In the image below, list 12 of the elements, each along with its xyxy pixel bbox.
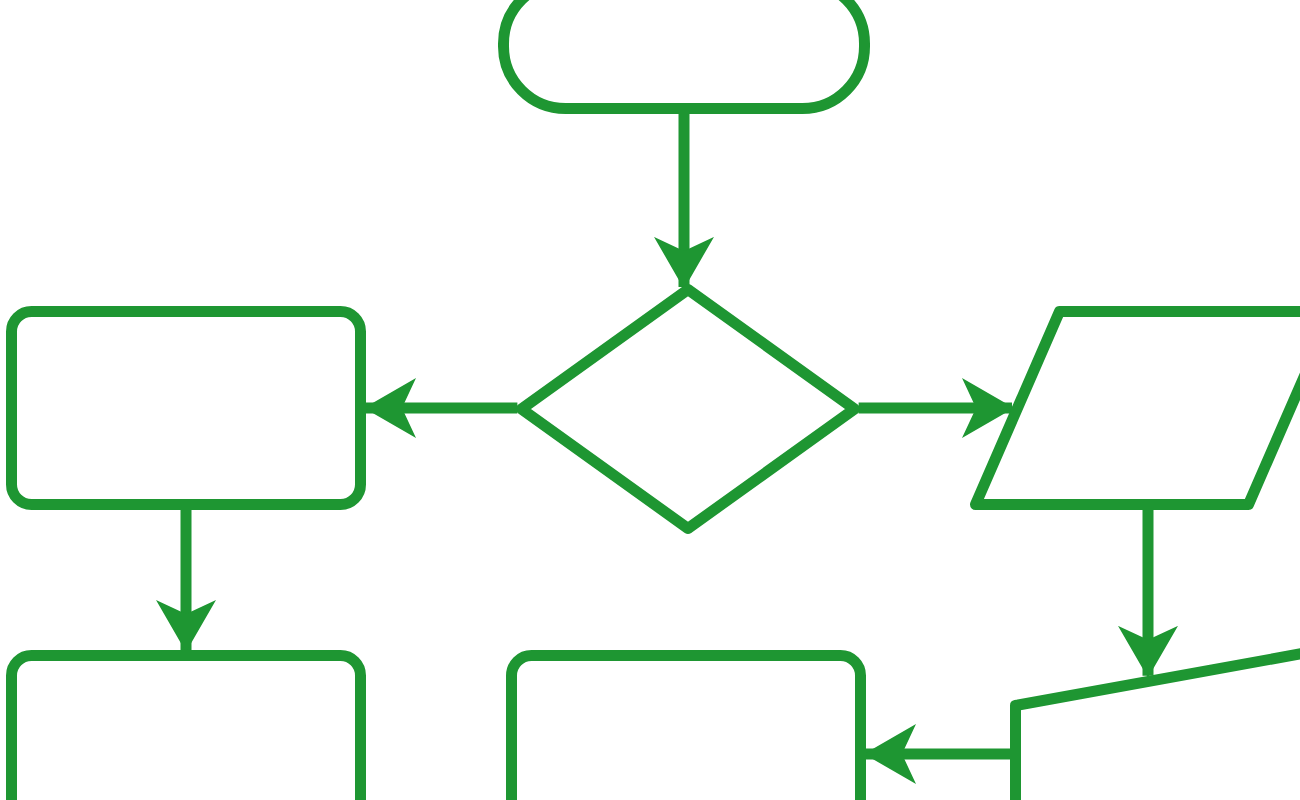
terminal-shape [498,0,870,114]
arrow [156,510,216,652]
arrow [864,724,1010,784]
process-box [6,650,366,800]
data-parallelogram [970,306,1300,510]
process-box [6,306,366,510]
arrow [1118,510,1178,678]
decision-diamond [516,284,860,534]
arrow [654,114,714,289]
arrow [858,378,1014,438]
process-box [506,650,866,800]
arrow [364,378,518,438]
